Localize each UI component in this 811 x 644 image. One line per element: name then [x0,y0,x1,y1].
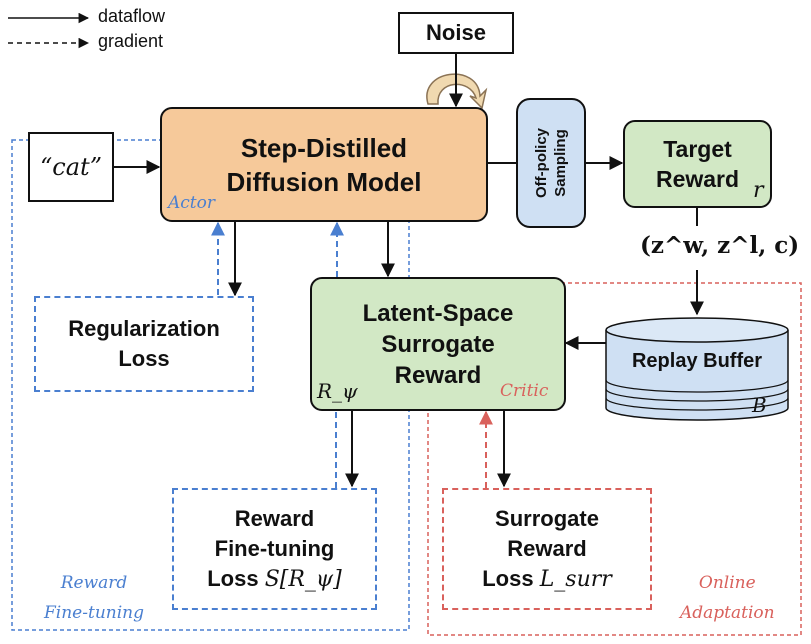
noise-loop-icon [426,73,488,110]
sampling-line-2: Sampling [552,129,569,197]
reward-finetuning-loss-box: Reward Fine-tuning Loss S[R_ψ] [172,488,377,610]
diffusion-line-1: Step-Distilled [240,132,408,163]
cat-prompt-label: “cat” [40,153,102,181]
region-oa-line-2: Adaptation [680,603,775,623]
diffusion-model-box: Step-Distilled Diffusion Model [160,107,488,222]
surrogate-line-2: Surrogate [381,330,495,358]
surrogate-loss-box: Surrogate Reward Loss L_surr [442,488,652,610]
regularization-line-2: Loss [118,346,170,371]
region-rf-line-2: Fine-tuning [44,603,144,623]
target-line-2: Reward [655,166,740,192]
target-reward-box: Target Reward [623,120,772,208]
surr-loss-line-2: Reward [507,535,587,561]
cat-prompt-box: “cat” [28,132,114,202]
target-line-1: Target [663,136,732,162]
reward-loss-word: Loss [207,565,259,591]
region-label-reward-finetuning: Reward Fine-tuning [44,568,144,628]
region-label-online-adaptation: Online Adaptation [680,568,775,628]
replay-buffer-label: Replay Buffer [631,350,763,372]
critic-label: Critic [500,381,549,401]
surr-loss-word: Loss [482,565,534,591]
sample-tuple: (z^w, z^l, c) [640,232,800,259]
surrogate-line-3: Reward [394,361,482,389]
target-reward-symbol: r [753,178,764,203]
surrogate-symbol: R_ψ [317,379,358,403]
reward-loss-line-1: Reward [234,505,315,531]
surrogate-reward-box: Latent-Space Surrogate Reward [310,277,566,411]
reward-loss-symbol: S[R_ψ] [264,566,342,592]
noise-label: Noise [426,20,486,45]
legend-gradient-label: gradient [98,31,164,51]
regularization-line-1: Regularization [68,316,220,341]
legend-dataflow-label: dataflow [98,6,166,26]
region-oa-line-1: Online [698,573,756,593]
regularization-loss-box: Regularization Loss [34,296,254,392]
reward-loss-line-2: Fine-tuning [214,535,335,561]
reward-loss-line-3: Loss S[R_ψ] [207,564,342,595]
surr-loss-line-1: Surrogate [495,505,599,531]
noise-box: Noise [398,12,514,54]
sampling-box: Off-policy Sampling [516,98,586,228]
actor-label: Actor [168,193,215,213]
region-rf-line-1: Reward [60,573,128,593]
surr-loss-symbol: L_surr [539,566,612,592]
sampling-line-1: Off-policy [533,128,550,198]
surrogate-line-1: Latent-Space [362,299,514,327]
replay-buffer-symbol: B [752,393,767,417]
surr-loss-line-3: Loss L_surr [482,564,612,595]
diffusion-line-2: Diffusion Model [226,166,422,197]
